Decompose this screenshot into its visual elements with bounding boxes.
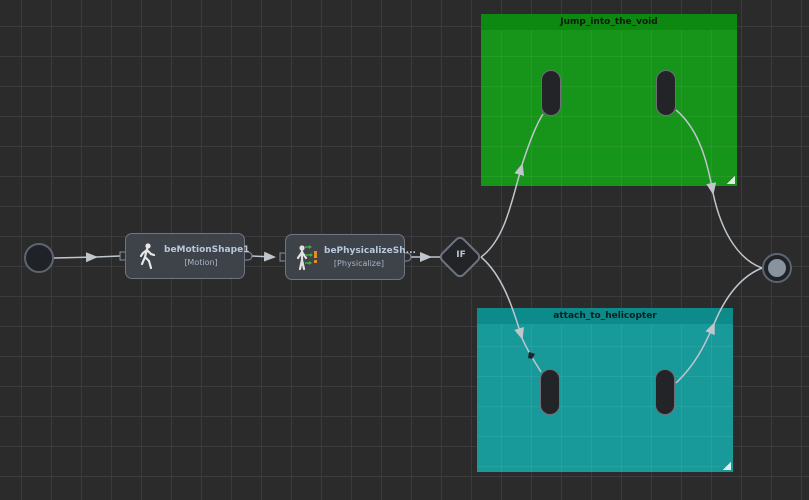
end-node[interactable] <box>762 253 792 283</box>
node-title: beMotionShape1 <box>164 245 250 255</box>
output-port-icon[interactable] <box>243 251 253 261</box>
wire-breakpoint-icon[interactable] <box>528 352 535 359</box>
wire-jump-to-end[interactable] <box>675 109 717 195</box>
wire-start-to-motion[interactable] <box>53 252 98 263</box>
node-subtitle: [Physicalize] <box>333 259 385 268</box>
node-physicalize[interactable]: bePhysicalizeSh... [Physicalize] <box>285 234 416 280</box>
wire-if-to-jump[interactable] <box>480 163 525 258</box>
walking-figure-icon <box>139 243 156 270</box>
if-node-label: IF <box>456 250 466 260</box>
state-jump-1[interactable] <box>541 70 561 116</box>
wire-if-to-helicopter[interactable] <box>480 256 524 340</box>
state-helicopter-2[interactable] <box>655 369 675 415</box>
wire-segment <box>713 267 763 325</box>
end-node-dot <box>768 259 786 277</box>
group-title[interactable]: attach_to_helicopter <box>477 308 733 324</box>
wire-segment <box>95 255 121 258</box>
group-grid <box>477 324 733 472</box>
wire-motion-to-physicalize[interactable] <box>250 251 276 262</box>
group-jump-into-the-void[interactable]: Jump_into_the_void <box>481 14 737 186</box>
state-jump-2[interactable] <box>656 70 676 116</box>
output-port-icon[interactable] <box>402 252 412 262</box>
resize-handle-icon[interactable] <box>723 462 731 470</box>
state-helicopter-1[interactable] <box>540 369 560 415</box>
node-title: bePhysicalizeSh... <box>324 246 416 256</box>
group-attach-to-helicopter[interactable]: attach_to_helicopter <box>477 308 733 472</box>
resize-handle-icon[interactable] <box>727 176 735 184</box>
node-motion[interactable]: beMotionShape1 [Motion] <box>125 233 249 279</box>
node-subtitle: [Motion] <box>184 258 218 267</box>
group-title[interactable]: Jump_into_the_void <box>481 14 737 30</box>
wire-segment <box>712 192 763 269</box>
start-node[interactable] <box>24 243 54 273</box>
wire-helicopter-to-end[interactable] <box>675 322 715 384</box>
wire-segment <box>521 113 544 166</box>
physicalize-figure-icon <box>296 245 317 271</box>
